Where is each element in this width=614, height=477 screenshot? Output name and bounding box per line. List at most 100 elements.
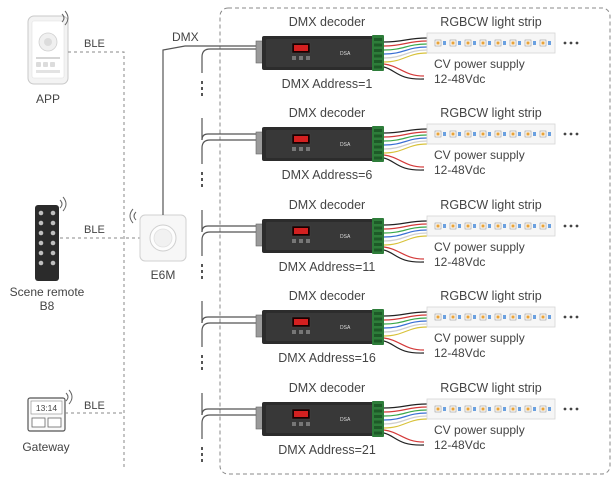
dmx-address-label: DMX Address=11 (279, 260, 376, 274)
power-wire-red (383, 63, 425, 77)
continuation-dot (201, 447, 203, 450)
dmx-decoder-icon: DSA (255, 401, 384, 437)
strip-title: RGBCW light strip (440, 106, 541, 120)
continuation-dot (569, 41, 573, 45)
power-supply-voltage: 12-48Vdc (434, 438, 485, 452)
power-supply-voltage: 12-48Vdc (434, 72, 485, 86)
decoder-badge: DSA (340, 234, 351, 240)
power-supply-voltage: 12-48Vdc (434, 255, 485, 269)
power-wire-black (383, 249, 425, 263)
dmx-out-wire (201, 48, 262, 73)
continuation-dot (575, 41, 579, 45)
dmx-address-label: DMX Address=1 (282, 77, 373, 91)
dmx-decoder-icon: DSA (255, 309, 384, 345)
power-supply-voltage: 12-48Vdc (434, 346, 485, 360)
power-wire-red (383, 337, 425, 351)
dmx-in-wire (201, 408, 262, 416)
continuation-dot (201, 355, 203, 358)
dmx-out-wire (201, 231, 262, 256)
continuation-dot (575, 224, 579, 228)
rgbcw-light-strip-icon (426, 32, 556, 54)
continuation-dot (569, 407, 573, 411)
gateway-screen-time: 13:14 (36, 403, 58, 413)
decoder-badge: DSA (340, 51, 351, 57)
dmx-address-label: DMX Address=16 (278, 351, 376, 365)
continuation-dot (575, 407, 579, 411)
wireless-signal-icon (61, 10, 69, 26)
output-wires (383, 37, 428, 63)
dmx-out-wire (201, 139, 262, 164)
power-wire-black (383, 432, 425, 446)
power-wire-black (383, 340, 425, 354)
continuation-dot (201, 93, 203, 96)
rgbcw-light-strip-icon (426, 123, 556, 145)
remote-ble-label: BLE (84, 224, 105, 236)
e6m-device: E6M DMX (129, 30, 262, 282)
strip-title: RGBCW light strip (440, 198, 541, 212)
gateway-label: Gateway (22, 440, 69, 454)
rotary-dimmer-icon (139, 214, 187, 262)
decoder-title: DMX decoder (289, 289, 365, 303)
dmx-decoder-icon: DSA (255, 218, 384, 254)
dmx-out-wire (201, 414, 262, 439)
strip-title: RGBCW light strip (440, 15, 541, 29)
continuation-dot (575, 315, 579, 319)
continuation-dot (569, 315, 573, 319)
continuation-dot (201, 270, 203, 273)
dmx-in-wire (201, 316, 262, 324)
app-device: APP BLE (27, 10, 125, 468)
power-wire-black (383, 157, 425, 171)
continuation-dot (201, 361, 203, 364)
gateway-ble-label: BLE (84, 400, 105, 412)
remote-control-icon (35, 205, 59, 281)
dmx-in-wire (201, 225, 262, 233)
continuation-dot (563, 132, 567, 136)
output-wires (383, 220, 428, 246)
output-wires (383, 128, 428, 154)
dmx-decoder-icon: DSA (255, 126, 384, 162)
continuation-dot (575, 132, 579, 136)
continuation-dot (563, 224, 567, 228)
scene-remote-label: Scene remote (10, 285, 85, 299)
scene-remote-model: B8 (40, 299, 55, 313)
output-wires (383, 403, 428, 429)
wireless-signal-icon (59, 196, 67, 212)
decoder-badge: DSA (340, 325, 351, 331)
continuation-dot (201, 276, 203, 279)
gateway-panel-icon: 13:14 (27, 397, 66, 432)
power-supply-label: CV power supply (434, 148, 525, 162)
continuation-dot (201, 172, 203, 175)
decoder-title: DMX decoder (289, 381, 365, 395)
app-ble-link (68, 51, 125, 468)
power-supply-label: CV power supply (434, 423, 525, 437)
e6m-label: E6M (151, 268, 176, 282)
rgbcw-light-strip-icon (426, 306, 556, 328)
wireless-signal-icon (65, 389, 73, 405)
dmx-decoder-icon: DSA (255, 35, 384, 71)
continuation-dot (201, 367, 203, 370)
continuation-dot (563, 315, 567, 319)
dmx-zone-frame (219, 7, 611, 475)
power-wire-red (383, 246, 425, 260)
continuation-dot (201, 81, 203, 84)
continuation-dot (569, 132, 573, 136)
gateway-device: 13:14 Gateway BLE (22, 389, 124, 454)
dmx-address-label: DMX Address=6 (282, 168, 373, 182)
dmx-in-wire (201, 133, 262, 141)
rgbcw-light-strip-icon (426, 398, 556, 420)
decoder-badge: DSA (340, 417, 351, 423)
app-label: APP (36, 92, 60, 106)
power-supply-label: CV power supply (434, 240, 525, 254)
strip-title: RGBCW light strip (440, 289, 541, 303)
dmx-out-wire (201, 322, 262, 347)
continuation-dot (563, 407, 567, 411)
continuation-dot (569, 224, 573, 228)
continuation-dot (201, 264, 203, 267)
decoder-badge: DSA (340, 142, 351, 148)
continuation-dot (201, 453, 203, 456)
